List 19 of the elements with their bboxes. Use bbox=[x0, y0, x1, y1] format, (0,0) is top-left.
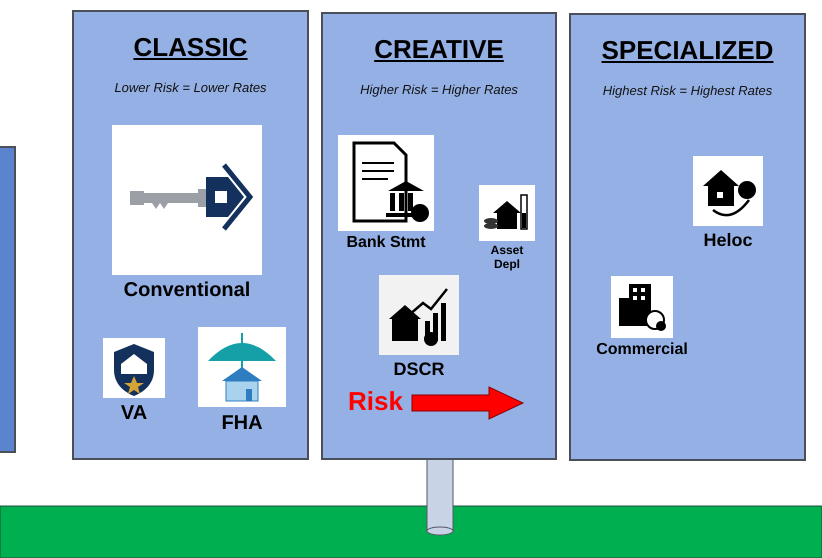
panel-subtitle: Lower Risk = Lower Rates bbox=[114, 80, 267, 95]
category-panel bbox=[569, 13, 806, 461]
loan-type-label: Asset Depl bbox=[490, 244, 524, 272]
category-panel bbox=[72, 10, 309, 460]
loan-type-label: Heloc bbox=[703, 230, 753, 251]
panel-heading: SPECIALIZED bbox=[602, 35, 774, 65]
panel bbox=[0, 146, 16, 453]
category-panel bbox=[321, 12, 557, 460]
loan-type-label: FHA bbox=[221, 412, 263, 435]
panel-subtitle: Highest Risk = Highest Rates bbox=[602, 83, 772, 98]
loan-type-label: Bank Stmt bbox=[346, 234, 426, 252]
loan-type-label: VA bbox=[120, 402, 148, 425]
panel-subtitle: Higher Risk = Higher Rates bbox=[360, 82, 518, 97]
risk-label: Risk bbox=[348, 386, 403, 417]
panel-heading: CLASSIC bbox=[133, 32, 248, 62]
loan-type-label: Conventional bbox=[124, 279, 250, 302]
panel-heading: CREATIVE bbox=[374, 34, 504, 64]
loan-type-label: DSCR bbox=[393, 359, 444, 380]
loan-type-label: Commercial bbox=[596, 341, 688, 360]
